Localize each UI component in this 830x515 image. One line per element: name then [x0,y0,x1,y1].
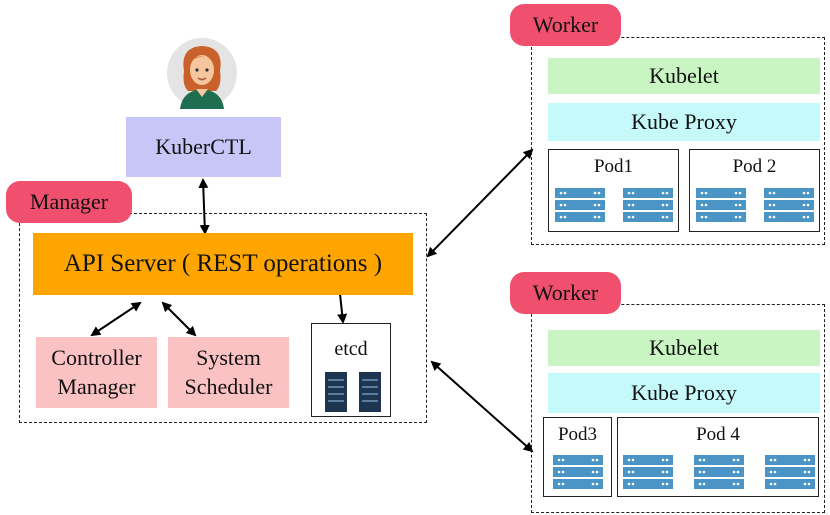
pod-box: Pod 2 [689,149,820,232]
server-pair [555,188,673,227]
pod-box: Pod 4 [617,417,819,497]
pod-label: Pod 4 [696,424,740,445]
worker-1-region [531,37,825,245]
arrow-kubectl-api [198,178,210,235]
worker-2-kube-proxy: Kube Proxy [548,373,820,413]
pod-label: Pod3 [557,424,598,445]
arrow-api-controller [90,301,142,337]
controller-manager-box: Controller Manager [36,337,157,408]
worker-2-region [531,304,825,513]
kubectl-box: KuberCTL [126,117,281,177]
pod-label: Pod1 [593,156,634,177]
worker-1-kube-proxy: Kube Proxy [548,103,820,141]
arrow-manager-worker1 [426,148,534,258]
server-triple [623,455,815,494]
pod-box: Pod1 [548,149,679,232]
worker-1-tag: Worker [510,4,621,46]
server-pair [696,188,814,227]
worker-2-kubelet: Kubelet [548,330,820,366]
user-avatar-icon [166,37,238,109]
api-server-box: API Server ( REST operations ) [33,233,413,295]
manager-region [19,213,427,423]
pod-box: Pod3 [543,417,612,497]
kubectl-label: KuberCTL [155,134,252,159]
api-server-label: API Server ( REST operations ) [63,250,383,277]
arrow-manager-worker2 [430,360,534,453]
system-scheduler-box: System Scheduler [168,337,289,408]
arrow-api-scheduler [161,301,197,337]
server-single [553,455,603,494]
worker-2-tag: Worker [510,272,621,314]
arrow-api-etcd [337,293,348,324]
server-rack-icon [325,372,381,417]
manager-tag: Manager [6,181,132,223]
etcd-box: etcd [311,323,391,417]
worker-1-kubelet: Kubelet [548,58,820,94]
pod-label: Pod 2 [732,156,777,177]
etcd-label: etcd [334,338,368,360]
